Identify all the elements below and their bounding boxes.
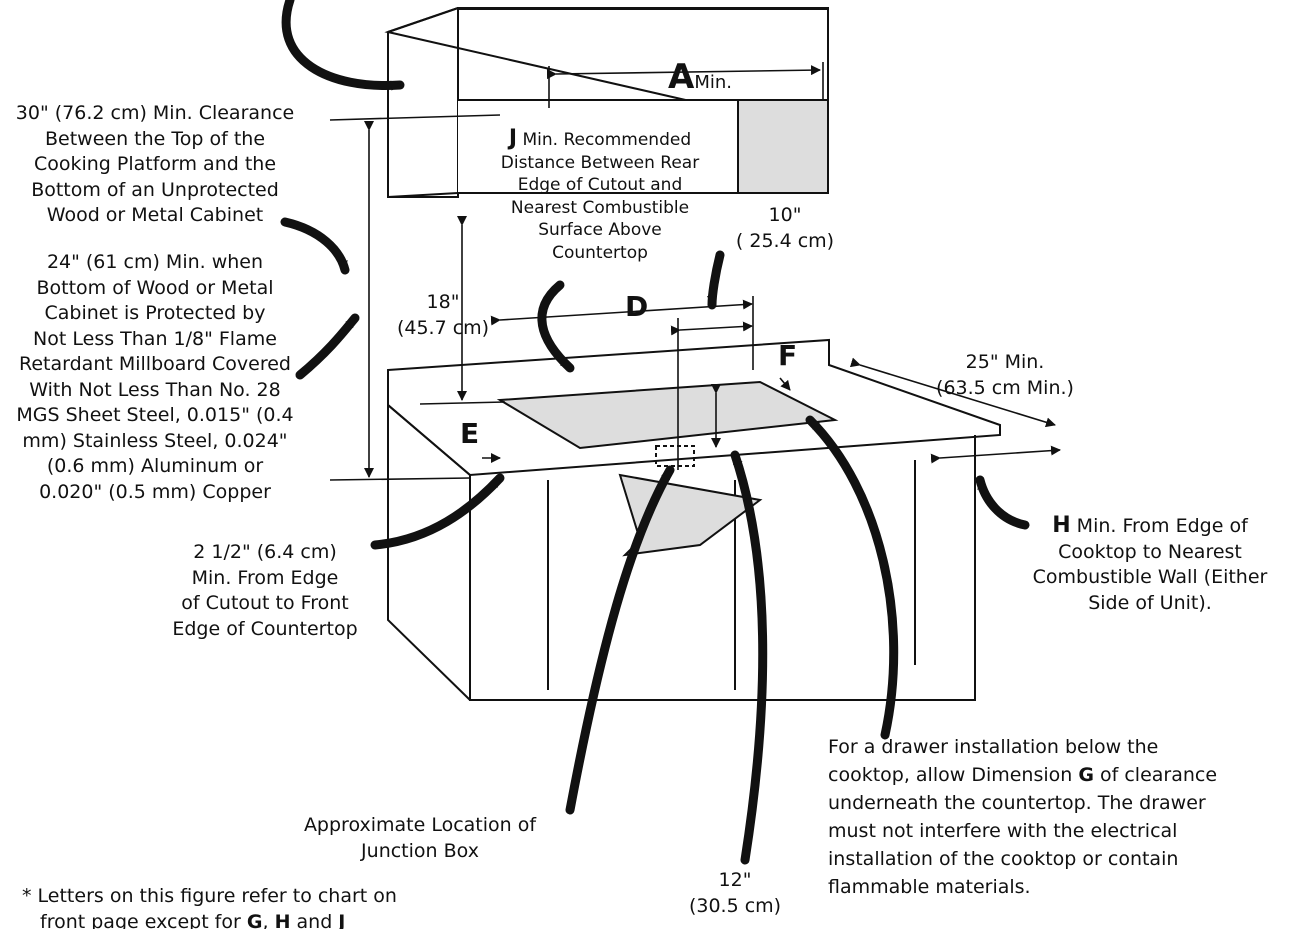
upper-cabinet	[384, 7, 829, 198]
note-30-clearance: 30" (76.2 cm) Min. Clearance Between the…	[15, 102, 295, 226]
footnote: * Letters on this figure refer to chart …	[22, 885, 397, 929]
dimension-f-label: F	[778, 339, 798, 372]
dimension-a-label: AMin.	[668, 57, 732, 97]
note-h-wall-distance: H Min. From Edge of Cooktop to Nearest C…	[1032, 513, 1268, 614]
note-25-inch: 25" Min. (63.5 cm Min.)	[936, 351, 1074, 399]
note-18-inch: 18" (45.7 cm)	[396, 291, 490, 339]
note-drawer-installation: For a drawer installation below the cook…	[828, 736, 1218, 898]
note-j-rear-distance: J Min. Recommended Distance Between Rear…	[500, 126, 700, 263]
note-10-inch: 10" ( 25.4 cm)	[735, 204, 835, 252]
note-12-inch: 12" (30.5 cm)	[688, 869, 782, 917]
note-24-protected: 24" (61 cm) Min. when Bottom of Wood or …	[16, 251, 294, 503]
note-junction-box: Approximate Location of Junction Box	[303, 814, 537, 862]
base-cabinet	[387, 338, 1001, 701]
dimension-d-label: D	[625, 290, 649, 323]
note-2-half-inch: 2 1/2" (6.4 cm) Min. From Edge of Cutout…	[172, 541, 358, 640]
dimension-e-label: E	[460, 417, 480, 450]
